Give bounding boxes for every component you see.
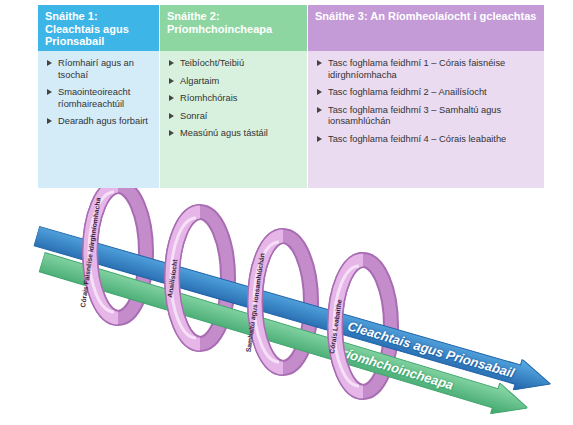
- strand-column: Snáithe 2: PríomhchoincheapaTeibíocht/Te…: [160, 5, 308, 188]
- header-text: Snáithe 3: An Ríomheolaíocht i gcleachta…: [315, 10, 536, 22]
- strand-arrow: Príomhchoincheapa: [37, 247, 532, 424]
- bullet-item: Smaointeoireacht ríomhaireachtúil: [45, 87, 153, 110]
- ring: Samhaltú agus ionsamhlúchán: [245, 227, 321, 377]
- strand-column: Snáithe 3: An Ríomheolaíocht i gcleachta…: [308, 5, 545, 188]
- column-body: Teibíocht/TeibiúAlgartaimRíomhchóraisSon…: [160, 51, 307, 150]
- bullet-item: Dearadh agus forbairt: [45, 116, 153, 128]
- ring: Córais Faisnéise idirghníomhacha: [80, 177, 156, 327]
- bullet-item: Sonraí: [167, 111, 301, 123]
- bullet-item: Measúnú agus tástáil: [167, 128, 301, 140]
- bullet-item: Tasc foghlama feidhmí 3 – Samhaltú agus …: [315, 105, 538, 128]
- bullet-item: Tasc foghlama feidhmí 4 – Córais leabait…: [315, 134, 538, 146]
- column-body: Tasc foghlama feidhmí 1 – Córais faisnéi…: [308, 51, 544, 155]
- arrow-body: [32, 221, 555, 400]
- bullet-item: Ríomhchórais: [167, 93, 301, 105]
- ring: Anailísíocht: [162, 203, 238, 353]
- column-body: Ríomhairí agus an tsochaíSmaointeoireach…: [38, 51, 159, 138]
- arrow-body: [37, 247, 532, 424]
- column-header: Snáithe 3: An Ríomheolaíocht i gcleachta…: [308, 5, 544, 51]
- column-header: Snáithe 1: Cleachtais agus Prionsabail: [38, 5, 159, 51]
- header-text: Snáithe 2: Príomhchoincheapa: [167, 10, 272, 35]
- bullet-item: Algartaim: [167, 76, 301, 88]
- arrow-shape: [37, 247, 532, 424]
- header-text: Snáithe 1: Cleachtais agus Prionsabail: [45, 10, 129, 47]
- ring: Córais Leabaithe: [325, 251, 401, 401]
- bullet-item: Tasc foghlama feidhmí 1 – Córais faisnéi…: [315, 58, 538, 81]
- bullet-item: Ríomhairí agus an tsochaí: [45, 58, 153, 81]
- bullet-item: Teibíocht/Teibiú: [167, 58, 301, 70]
- column-header: Snáithe 2: Príomhchoincheapa: [160, 5, 307, 51]
- bullet-item: Tasc foghlama feidhmí 2 – Anailísíocht: [315, 87, 538, 99]
- strand-column: Snáithe 1: Cleachtais agus PrionsabailRí…: [38, 5, 160, 188]
